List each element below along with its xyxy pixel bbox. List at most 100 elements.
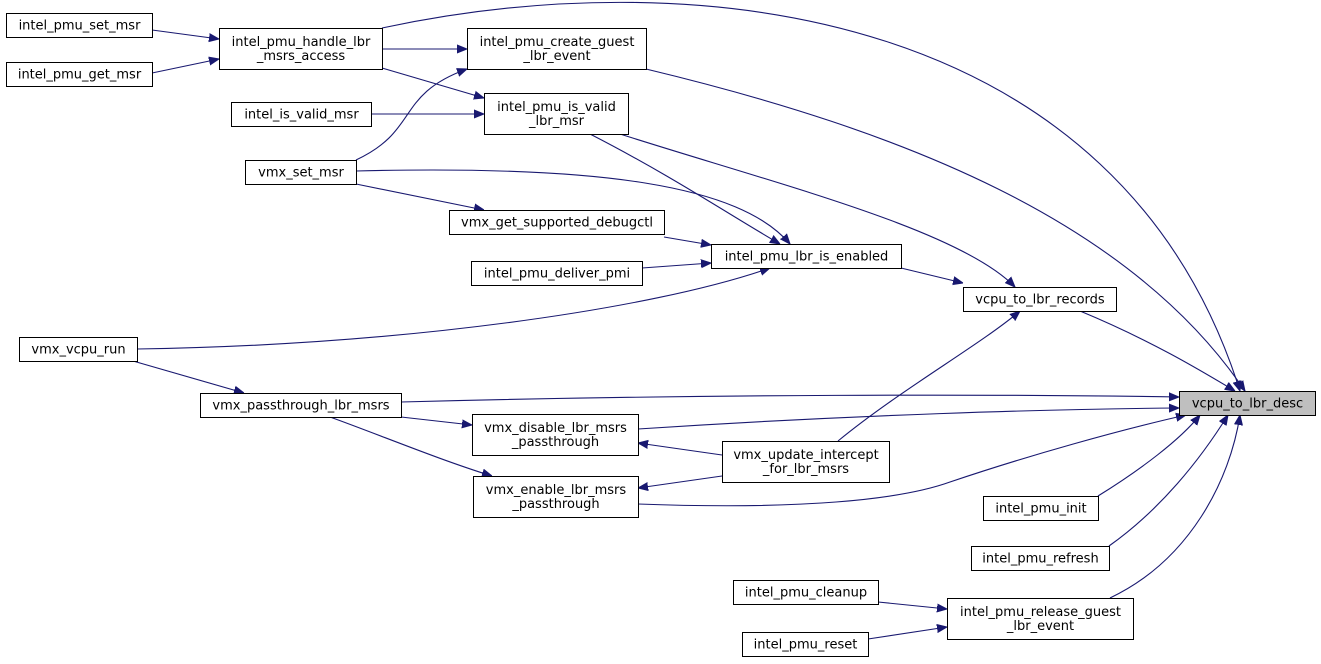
node-label: vmx_update_intercept xyxy=(733,448,878,463)
node-label: vmx_disable_lbr_msrs xyxy=(484,421,627,436)
node-disable-pt[interactable]: vmx_disable_lbr_msrs_passthrough xyxy=(472,414,639,456)
edge-line xyxy=(641,263,711,269)
edge-update_icpt-to-lbr_records xyxy=(837,311,1020,442)
node-create-guest[interactable]: intel_pmu_create_guest_lbr_event xyxy=(467,28,647,70)
node-lbr-desc[interactable]: vcpu_to_lbr_desc xyxy=(1179,391,1316,416)
node-lbr-enabled[interactable]: intel_pmu_lbr_is_enabled xyxy=(711,244,902,269)
node-is-valid-msr[interactable]: intel_is_valid_msr xyxy=(231,102,372,127)
node-box xyxy=(722,441,890,483)
edge-line xyxy=(381,1,1240,391)
edge-line xyxy=(355,69,467,161)
node-deliver-pmi[interactable]: intel_pmu_deliver_pmi xyxy=(471,261,643,286)
node-label: _lbr_msr xyxy=(528,114,585,129)
edge-vcpu_run-to-lbr_enabled xyxy=(136,268,770,350)
edge-line xyxy=(355,183,484,210)
node-box xyxy=(733,580,879,605)
edge-line xyxy=(329,416,492,476)
node-label: intel_pmu_lbr_is_enabled xyxy=(725,250,889,265)
node-box xyxy=(711,244,902,269)
node-box xyxy=(471,261,643,286)
node-box xyxy=(983,496,1099,521)
edge-handle_lbr-to-is_valid_lbr xyxy=(381,67,484,98)
node-box xyxy=(971,546,1110,571)
edge-handle_lbr-to-lbr_desc xyxy=(381,1,1240,391)
node-label: intel_pmu_init xyxy=(995,502,1086,517)
edge-line xyxy=(400,416,472,425)
node-box xyxy=(449,210,665,235)
node-label: intel_pmu_handle_lbr xyxy=(232,35,371,50)
node-label: intel_pmu_refresh xyxy=(982,552,1098,567)
edge-pmu_refresh-to-lbr_desc xyxy=(1108,415,1228,547)
node-label: _for_lbr_msrs xyxy=(762,462,849,477)
node-label: vcpu_to_lbr_records xyxy=(975,293,1105,308)
edge-lbr_records-to-lbr_desc xyxy=(1079,310,1235,391)
edge-disable_pt-to-lbr_desc xyxy=(637,408,1179,430)
node-box xyxy=(472,414,639,456)
edge-pmu_reset-to-release_guest xyxy=(867,627,947,640)
node-pmu-reset[interactable]: intel_pmu_reset xyxy=(742,632,869,657)
node-box xyxy=(6,13,153,38)
node-box xyxy=(19,337,138,362)
node-label: intel_pmu_reset xyxy=(754,638,858,653)
edge-line xyxy=(637,415,1186,507)
edge-line xyxy=(355,169,790,244)
node-update-icpt[interactable]: vmx_update_intercept_for_lbr_msrs xyxy=(722,441,890,483)
node-vmx-set-msr[interactable]: vmx_set_msr xyxy=(245,160,357,185)
node-label: _lbr_event xyxy=(522,49,590,64)
edge-line xyxy=(136,268,770,350)
edge-passthrough-to-disable_pt xyxy=(400,416,472,425)
node-label: intel_pmu_deliver_pmi xyxy=(484,267,630,282)
node-vcpu-run[interactable]: vmx_vcpu_run xyxy=(19,337,138,362)
edge-passthrough-to-lbr_desc xyxy=(400,395,1179,403)
node-set-msr[interactable]: intel_pmu_set_msr xyxy=(6,13,153,38)
edge-passthrough-to-enable_pt xyxy=(329,416,492,476)
edge-get_debugctl-to-lbr_enabled xyxy=(663,236,711,245)
node-label: vmx_get_supported_debugctl xyxy=(461,216,653,231)
edge-line xyxy=(877,601,947,609)
node-label: intel_pmu_create_guest xyxy=(480,35,635,50)
node-pmu-init[interactable]: intel_pmu_init xyxy=(983,496,1099,521)
edge-line xyxy=(132,360,244,393)
node-box xyxy=(245,160,357,185)
node-box xyxy=(200,393,402,418)
edge-line xyxy=(867,627,947,640)
node-label: intel_pmu_cleanup xyxy=(745,586,867,601)
node-label: vmx_set_msr xyxy=(258,166,344,181)
node-box xyxy=(231,102,372,127)
edge-line xyxy=(637,408,1179,430)
node-passthrough[interactable]: vmx_passthrough_lbr_msrs xyxy=(200,393,402,418)
edges xyxy=(132,1,1245,640)
node-box xyxy=(742,632,869,657)
edge-line xyxy=(1108,415,1228,547)
node-label: vmx_enable_lbr_msrs xyxy=(486,483,627,498)
node-get-debugctl[interactable]: vmx_get_supported_debugctl xyxy=(449,210,665,235)
node-lbr-records[interactable]: vcpu_to_lbr_records xyxy=(963,287,1117,312)
node-box xyxy=(1179,391,1316,416)
node-pmu-cleanup[interactable]: intel_pmu_cleanup xyxy=(733,580,879,605)
edge-is_valid_lbr-to-lbr_records xyxy=(619,133,1015,287)
node-label: vcpu_to_lbr_desc xyxy=(1192,397,1303,412)
node-box xyxy=(219,28,383,70)
node-box xyxy=(963,287,1117,312)
edge-set_msr-to-handle_lbr xyxy=(151,29,219,39)
edge-lbr_enabled-to-lbr_records xyxy=(900,267,963,283)
node-label: intel_pmu_release_guest xyxy=(960,605,1121,620)
edge-line xyxy=(1097,415,1200,497)
edge-is_valid_lbr-to-lbr_enabled xyxy=(589,133,780,244)
node-box xyxy=(6,62,153,87)
node-enable-pt[interactable]: vmx_enable_lbr_msrs_passthrough xyxy=(473,476,639,518)
node-label: _passthrough xyxy=(511,435,599,450)
edge-line xyxy=(619,133,1015,287)
node-label: intel_pmu_is_valid xyxy=(497,100,616,115)
node-is-valid-lbr[interactable]: intel_pmu_is_valid_lbr_msr xyxy=(484,93,629,135)
edge-deliver_pmi-to-lbr_enabled xyxy=(641,263,711,269)
node-pmu-refresh[interactable]: intel_pmu_refresh xyxy=(971,546,1110,571)
node-handle-lbr[interactable]: intel_pmu_handle_lbr_msrs_access xyxy=(219,28,383,70)
node-box xyxy=(947,598,1134,640)
edge-pmu_init-to-lbr_desc xyxy=(1097,415,1200,497)
node-release-guest[interactable]: intel_pmu_release_guest_lbr_event xyxy=(947,598,1134,640)
node-get-msr[interactable]: intel_pmu_get_msr xyxy=(6,62,153,87)
node-label: _passthrough xyxy=(511,497,599,512)
edge-line xyxy=(1109,415,1240,599)
